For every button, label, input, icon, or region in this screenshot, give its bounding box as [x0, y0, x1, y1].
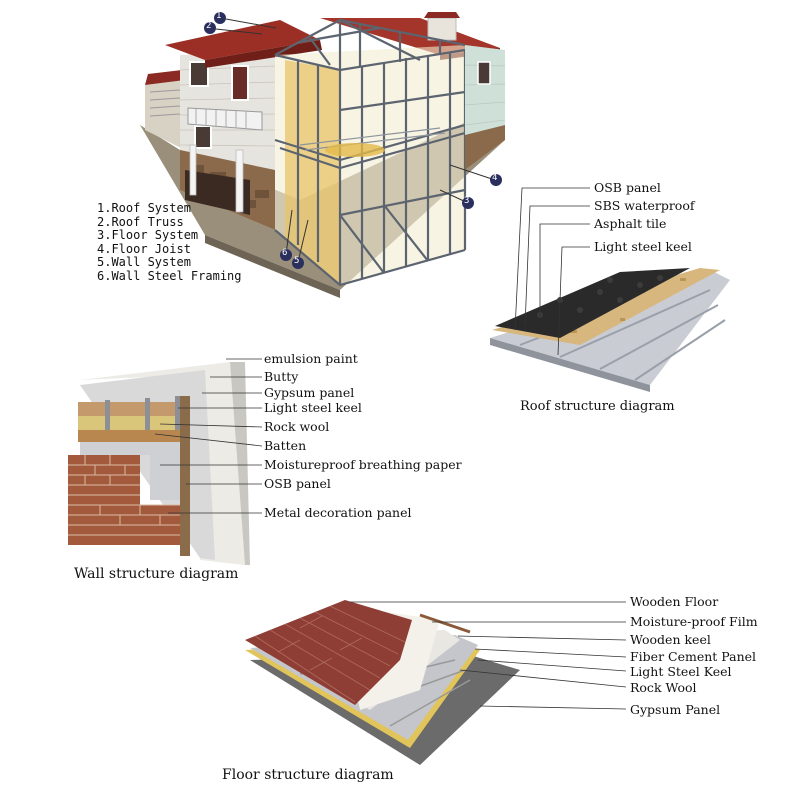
floor-label-film: Moisture-proof Film	[630, 614, 758, 629]
wall-caption: Wall structure diagram	[74, 566, 239, 582]
floor-caption: Floor structure diagram	[222, 767, 394, 783]
legend-item: 4.Floor Joist	[97, 241, 191, 256]
floor-label-rock-wool: Rock Wool	[630, 680, 697, 695]
floor-label-wooden-keel: Wooden keel	[630, 632, 711, 647]
roof-caption: Roof structure diagram	[520, 399, 675, 414]
roof-label-asphalt: Asphalt tile	[594, 216, 667, 231]
legend-item: 3.Floor System	[97, 228, 199, 242]
floor-label-steel-keel: Light Steel Keel	[630, 664, 732, 679]
wall-label-butty: Butty	[264, 369, 299, 384]
wall-label-batten: Batten	[264, 438, 307, 453]
roof-label-sbs: SBS waterproof	[594, 198, 695, 213]
house-legend: 1.Roof System 2.Roof Truss 3.Floor Syste…	[97, 201, 242, 283]
roof-label-osb: OSB panel	[594, 180, 661, 195]
legend-item: 5.Wall System	[97, 255, 191, 269]
wall-label-keel: Light steel keel	[264, 400, 362, 415]
wall-label-emulsion: emulsion paint	[264, 351, 358, 366]
wall-label-rockwool: Rock wool	[264, 419, 330, 434]
legend-item: 2.Roof Truss	[97, 214, 184, 229]
roof-label-keel: Light steel keel	[594, 239, 692, 254]
wall-label-osb: OSB panel	[264, 476, 331, 491]
wall-label-paper: Moistureproof breathing paper	[264, 457, 462, 472]
legend-item: 1.Roof System	[97, 201, 191, 215]
wall-label-metal: Metal decoration panel	[264, 505, 412, 520]
floor-label-wooden-floor: Wooden Floor	[630, 594, 719, 609]
legend-item: 6.Wall Steel Framing	[97, 268, 242, 283]
wall-label-gypsum: Gypsum panel	[264, 385, 355, 400]
floor-label-gypsum: Gypsum Panel	[630, 702, 721, 717]
floor-label-fiber-cement: Fiber Cement Panel	[630, 649, 757, 664]
